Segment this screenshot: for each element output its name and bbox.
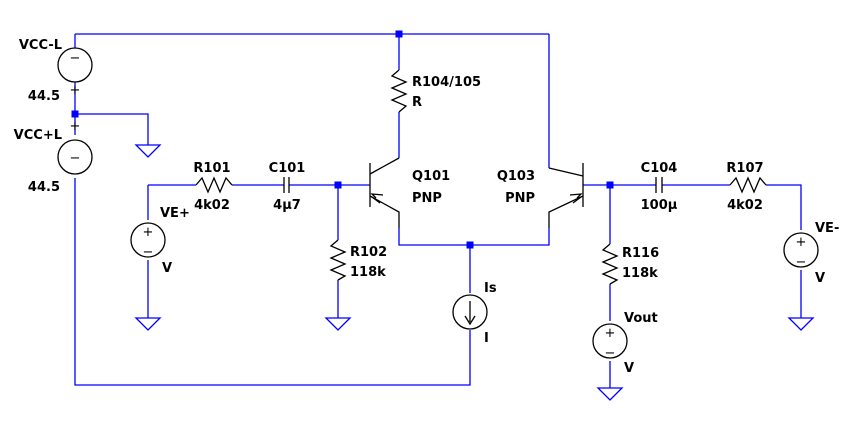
ve-plus-name: VE+: [160, 206, 190, 221]
resistor-r102: R102 118k: [329, 239, 387, 281]
ground-icon: [134, 144, 162, 158]
ground-icon: [787, 317, 815, 331]
r102-value: 118k: [350, 265, 386, 280]
plus-sign: +: [796, 235, 807, 250]
is-name: Is: [484, 281, 497, 296]
c101-value: 4µ7: [273, 198, 301, 213]
wires: [74, 33, 802, 388]
vout-name: Vout: [624, 311, 658, 326]
q103-name: Q103: [497, 169, 535, 184]
plus-sign: +: [143, 225, 154, 240]
source-ve-plus: + − VE+ V: [130, 206, 190, 276]
source-vcc-l: − + VCC-L 44.5: [19, 38, 93, 104]
resistor-r104-105: R104/105 R: [390, 69, 481, 113]
minus-sign: −: [605, 346, 616, 361]
junction-dot: [71, 110, 79, 118]
is-value: I: [484, 331, 489, 346]
ve-plus-value: V: [162, 261, 172, 276]
ve-minus-value: V: [815, 271, 825, 286]
r107-name: R107: [726, 161, 763, 176]
source-ve-minus: + − VE- V: [783, 221, 839, 286]
c104-name: C104: [641, 161, 678, 176]
vcc-l-value: 44.5: [28, 89, 60, 104]
plus-sign: +: [605, 326, 616, 341]
junctions: [71, 30, 614, 249]
c104-value: 100µ: [641, 198, 678, 213]
minus-sign: −: [70, 151, 81, 166]
minus-sign: −: [70, 51, 81, 66]
r101-name: R101: [193, 161, 230, 176]
source-is: Is I: [452, 281, 497, 346]
resistor-r116: R116 118k: [601, 243, 659, 285]
plus-sign: +: [70, 83, 81, 98]
c101-name: C101: [269, 161, 306, 176]
vout-value: V: [624, 361, 634, 376]
junction-dot: [334, 181, 342, 189]
r104-name: R104/105: [412, 75, 481, 90]
source-vcc-plus-l: + − VCC+L 44.5: [14, 119, 93, 195]
vcc-plus-l-name: VCC+L: [14, 128, 62, 143]
q101-name: Q101: [412, 169, 450, 184]
r116-name: R116: [622, 246, 659, 261]
r102-name: R102: [350, 245, 387, 260]
junction-dot: [466, 241, 474, 249]
transistor-q103: Q103 PNP: [497, 163, 584, 228]
q103-type: PNP: [505, 191, 535, 206]
resistor-r107: R107 4k02: [726, 161, 767, 213]
ground-symbols: [134, 144, 815, 401]
ground-icon: [134, 317, 162, 331]
r107-value: 4k02: [727, 198, 763, 213]
vcc-l-name: VCC-L: [19, 38, 62, 53]
minus-sign: −: [796, 255, 807, 270]
minus-sign: −: [143, 245, 154, 260]
transistor-q101: Q101 PNP: [369, 157, 450, 228]
junction-dot: [606, 181, 614, 189]
r116-value: 118k: [622, 266, 658, 281]
ground-icon: [596, 387, 624, 401]
r104-value: R: [412, 95, 422, 110]
source-vout: + − Vout V: [592, 311, 658, 376]
resistor-r101: R101 4k02: [193, 161, 233, 213]
capacitor-c101: C101 4µ7: [269, 161, 306, 213]
capacitor-c104: C104 100µ: [641, 161, 678, 213]
q101-type: PNP: [412, 191, 442, 206]
vcc-plus-l-value: 44.5: [28, 180, 60, 195]
junction-dot: [395, 30, 403, 38]
plus-sign: +: [70, 119, 81, 134]
ve-minus-name: VE-: [815, 221, 839, 236]
ground-icon: [324, 317, 352, 331]
r101-value: 4k02: [194, 198, 230, 213]
